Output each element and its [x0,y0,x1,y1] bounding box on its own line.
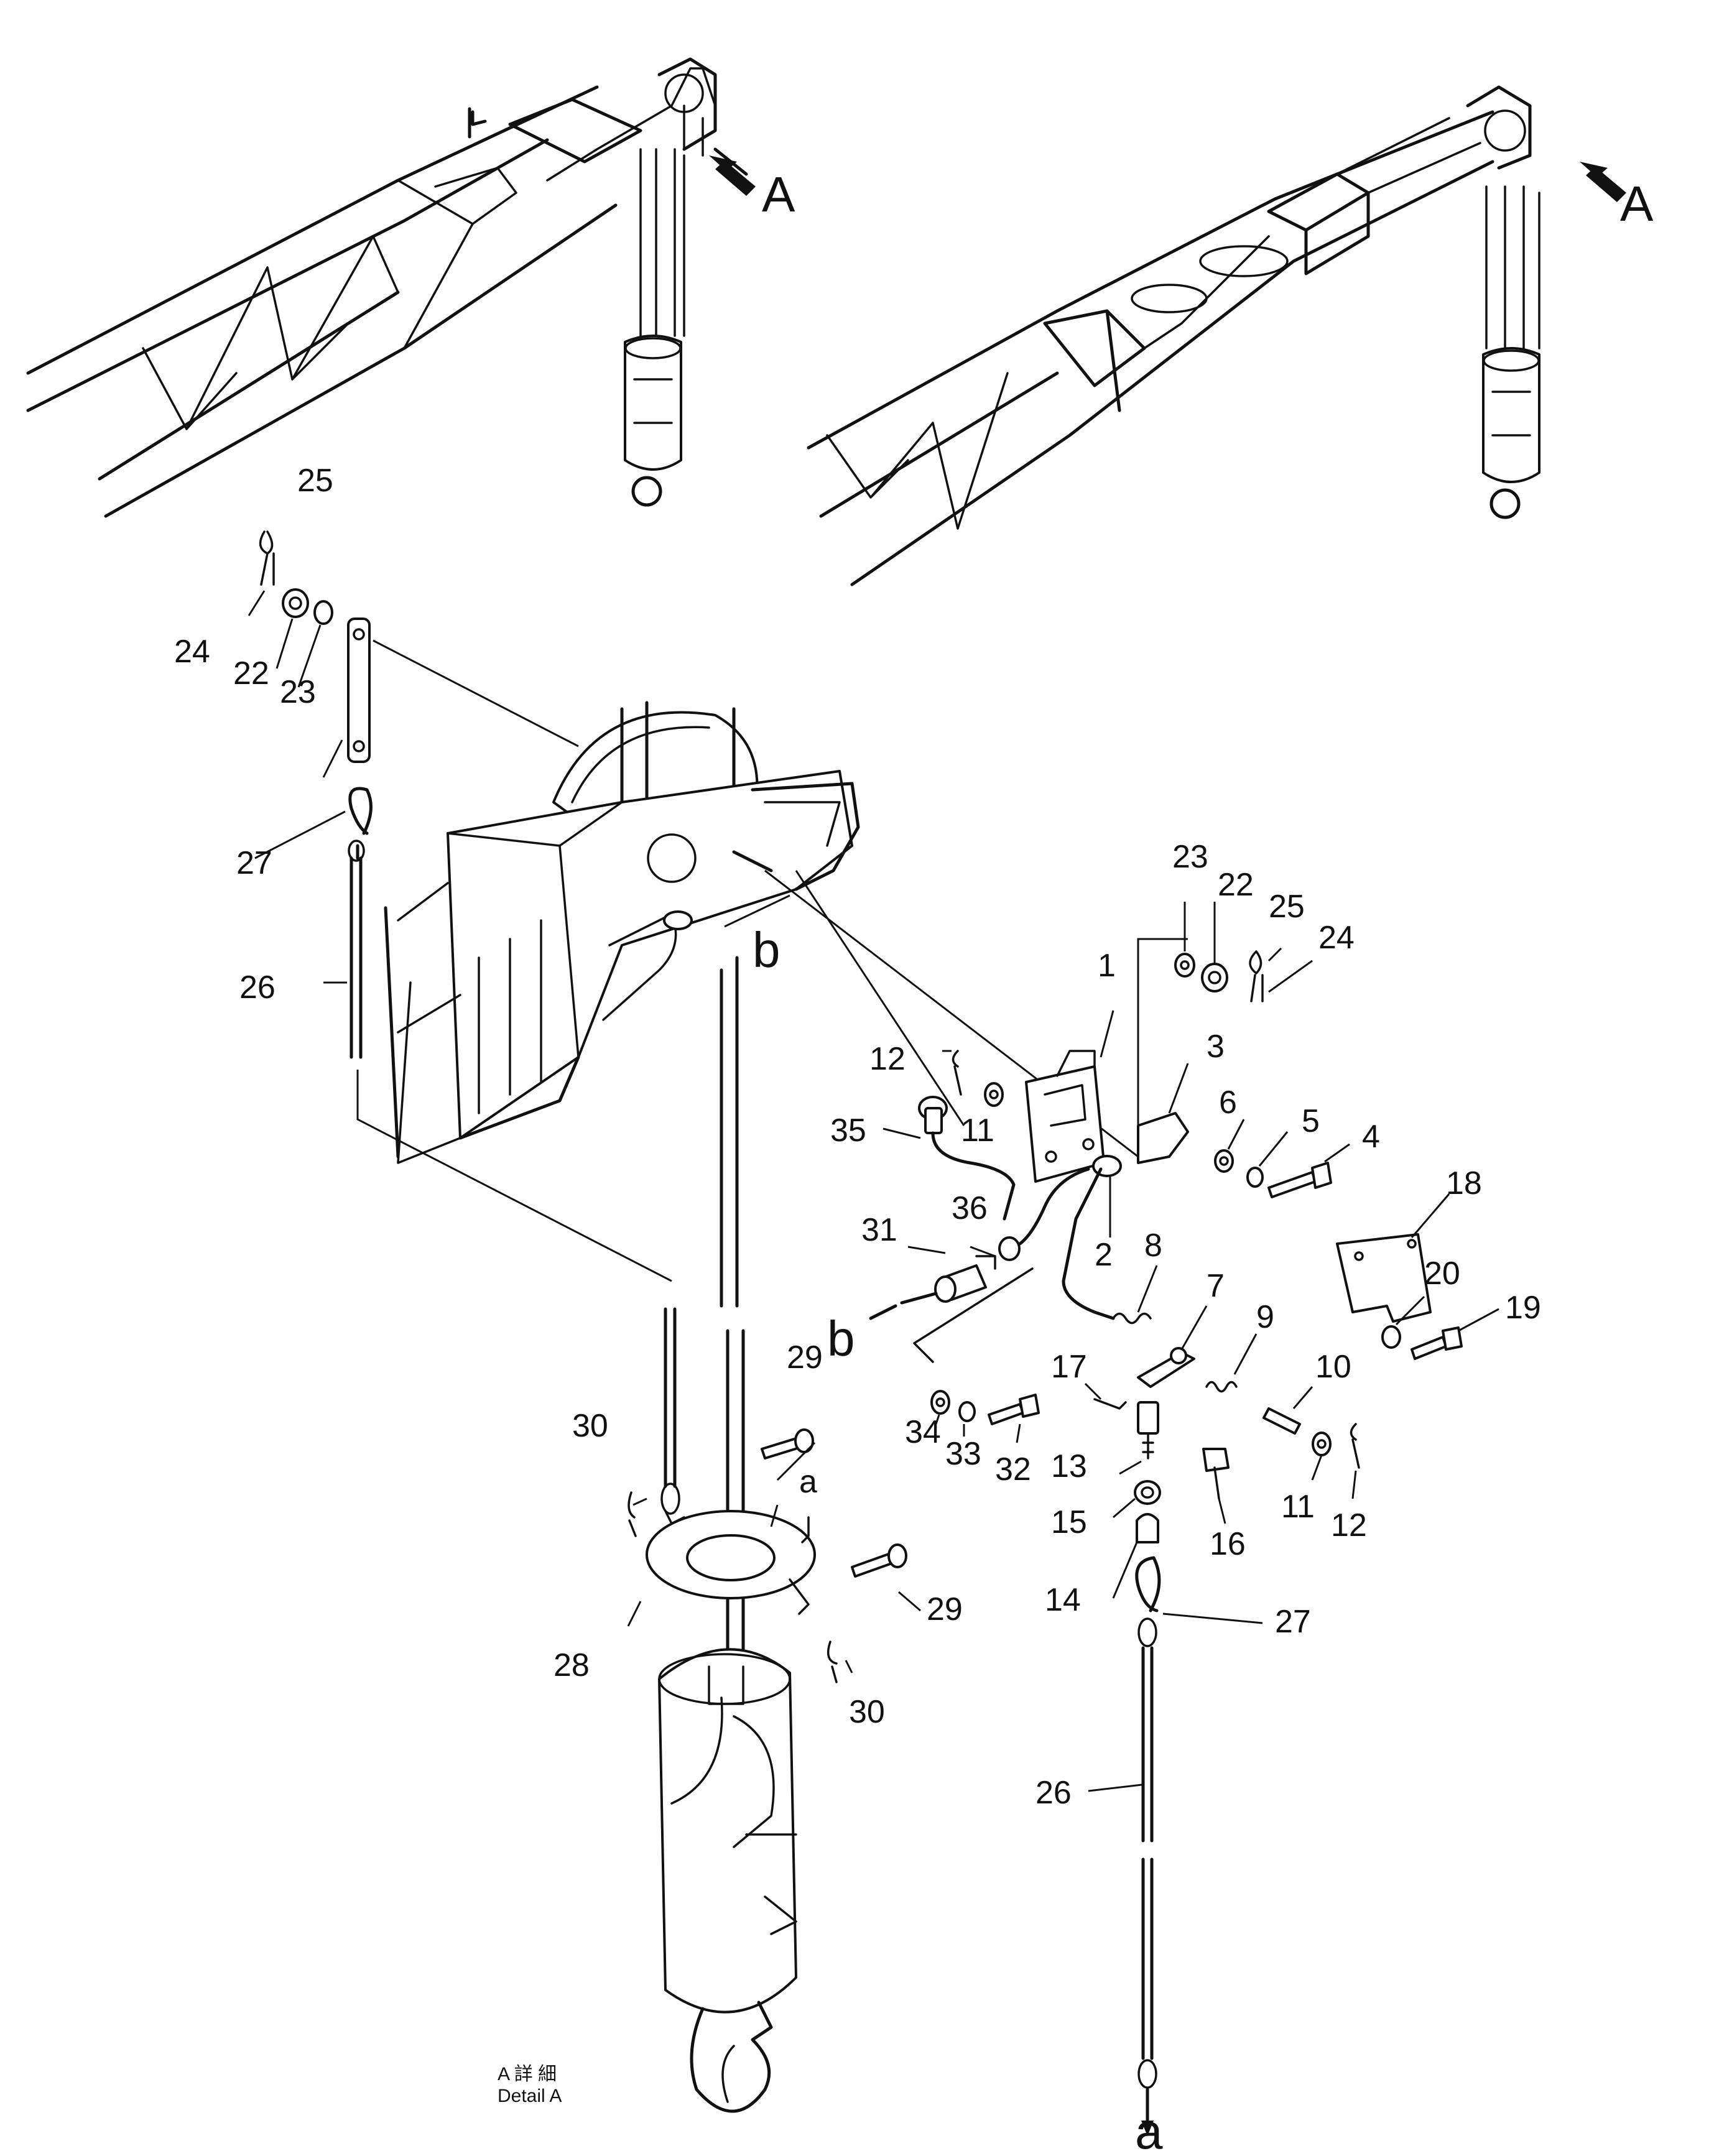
caption-japanese: A 詳 細 [498,2064,557,2084]
label-part-18: 18 [1446,1165,1482,1201]
label-part-20: 20 [1424,1256,1460,1292]
right-top-hardware [1174,902,1313,1002]
label-part-11: 11 [1281,1489,1315,1525]
label-part-24: 24 [1318,920,1355,956]
hook-block-assembly [627,956,921,2113]
label-part-28: 28 [554,1647,590,1683]
label-part-12: 12 [869,1041,906,1077]
label-part-33: 33 [945,1436,981,1472]
label-part-15: 15 [1051,1504,1087,1540]
left-parts-stack [248,530,373,1059]
label-part-6: 6 [1219,1085,1237,1121]
label-part-2: 2 [1095,1237,1113,1273]
label-part-26: 26 [1035,1775,1072,1811]
label-part-26: 26 [239,969,276,1006]
label-part-8: 8 [1144,1228,1162,1264]
label-part-12: 12 [1331,1507,1367,1543]
boom-head-view-left: A [26,57,795,518]
label-part-30: 30 [849,1694,885,1730]
caption-english: Detail A [498,2086,562,2106]
label-part-19: 19 [1505,1290,1541,1326]
label-part-23: 23 [280,674,316,710]
boom-head-view-right: A [807,85,1654,586]
label-part-7: 7 [1207,1268,1225,1304]
label-part-16: 16 [1210,1526,1246,1562]
detail-label-b-upper: b [753,922,781,978]
label-part-30: 30 [572,1408,608,1444]
label-part-14: 14 [1045,1582,1081,1618]
label-part-22: 22 [1218,867,1254,903]
detail-caption: A 詳 細 Detail A [498,2064,562,2106]
label-part-4: 4 [1362,1119,1380,1155]
label-part-11: 11 [961,1113,994,1149]
label-part-22: 22 [233,655,269,692]
label-part-24: 24 [174,634,210,670]
label-part-17: 17 [1051,1349,1087,1385]
label-part-31: 31 [861,1212,897,1248]
detail-reference-letters: b b a a [753,922,1163,2156]
view-arrow-label-left: A [762,167,795,222]
label-part-35: 35 [830,1113,866,1149]
label-part-9: 9 [1256,1299,1274,1335]
label-part-27: 27 [236,845,272,881]
detail-a-boom-head [356,639,1188,1282]
label-part-1: 1 [1098,948,1116,984]
label-part-27: 27 [1275,1604,1311,1640]
label-part-25: 25 [1269,889,1305,925]
part-number-labels: 25 24 22 23 27 26 1 23 22 25 24 12 11 35… [174,463,1541,1811]
label-part-36: 36 [952,1190,988,1226]
detail-label-a-bottom: a [1135,2104,1163,2156]
label-part-34: 34 [905,1414,941,1450]
label-part-29: 29 [787,1339,823,1376]
detail-label-a-hook: a [799,1464,817,1500]
label-part-23: 23 [1172,839,1208,875]
label-part-5: 5 [1302,1103,1320,1139]
limit-switch-assembly [869,1010,1499,2136]
view-arrow-label-right: A [1620,176,1654,231]
label-part-3: 3 [1207,1029,1225,1065]
detail-label-b-lower: b [827,1311,855,1366]
label-part-32: 32 [995,1451,1031,1487]
label-part-10: 10 [1315,1349,1351,1385]
label-part-13: 13 [1051,1448,1087,1484]
label-part-29: 29 [927,1591,963,1627]
label-part-25: 25 [297,463,333,499]
